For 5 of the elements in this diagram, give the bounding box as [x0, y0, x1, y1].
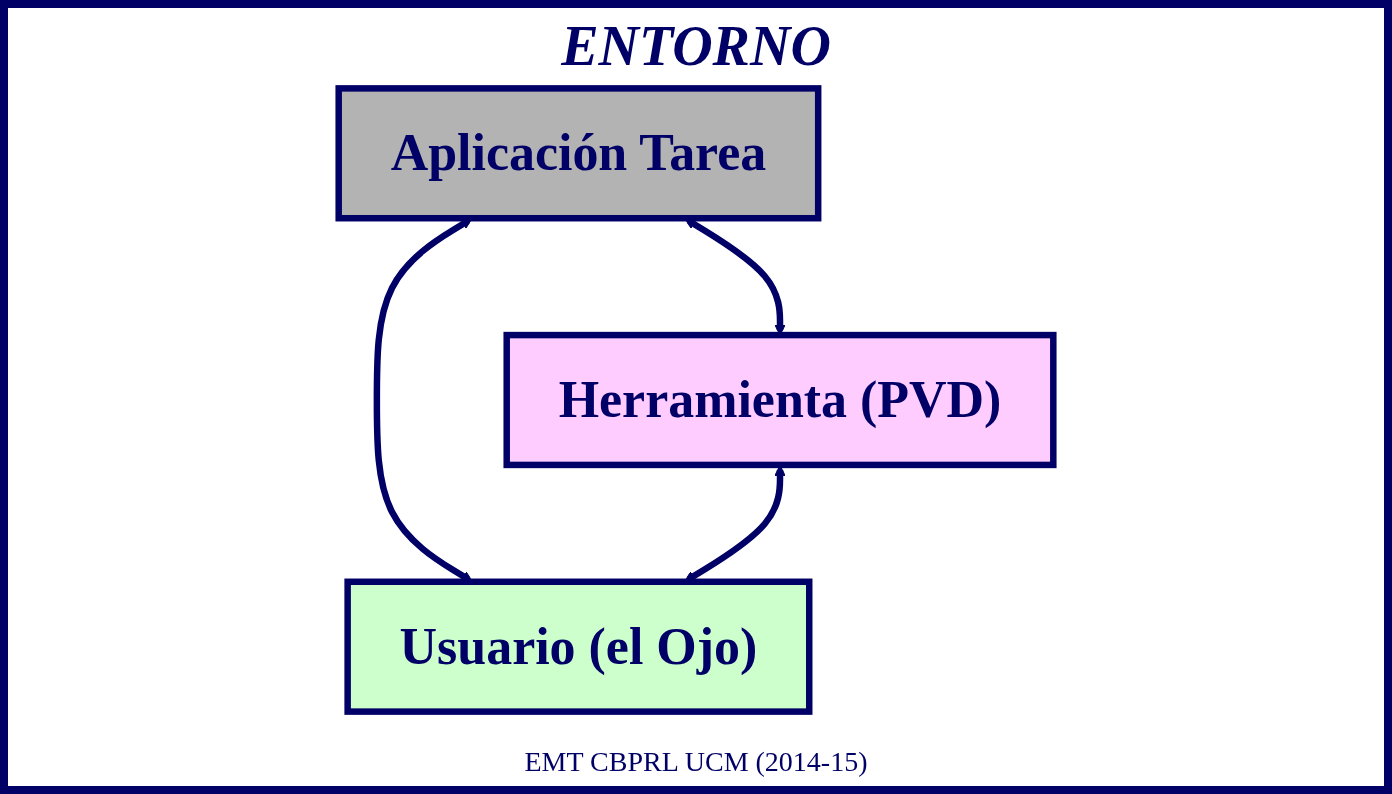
node-box: Aplicación Tarea: [335, 85, 822, 222]
environment-label: ENTORNO: [561, 14, 831, 78]
footer-note: EMT CBPRL UCM (2014-15): [524, 746, 868, 778]
node-box: Usuario (el Ojo): [344, 578, 813, 715]
node-box: Herramienta (PVD): [503, 331, 1057, 469]
